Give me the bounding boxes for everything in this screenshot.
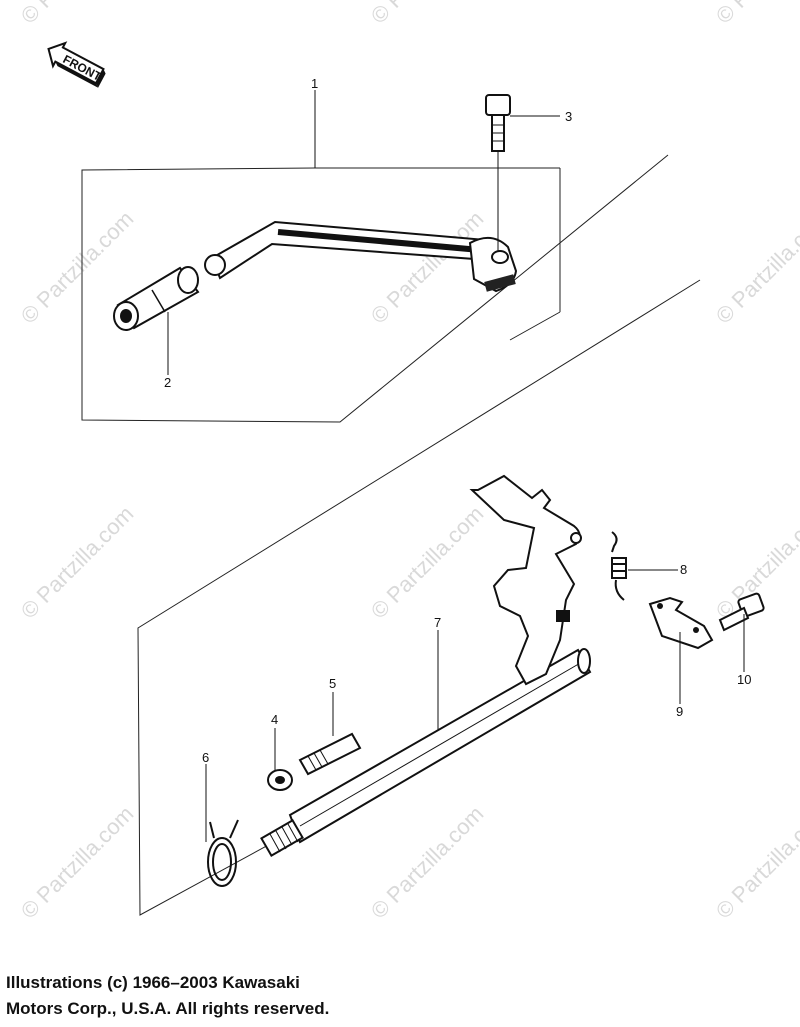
watermark: © Partzilla.com — [366, 801, 489, 924]
pin-5 — [298, 732, 362, 776]
leader-lines — [167, 90, 745, 842]
watermark: © Partzilla.com — [366, 0, 489, 29]
callout-2: 2 — [164, 375, 171, 390]
copyright-line-2: Motors Corp., U.S.A. All rights reserved… — [6, 999, 330, 1018]
watermark: © Partzilla.com — [16, 801, 139, 924]
return-spring-6 — [207, 819, 239, 887]
nut-4 — [267, 769, 293, 791]
plate-9 — [648, 596, 714, 650]
callout-3: 3 — [565, 109, 572, 124]
copyright-notice: Illustrations (c) 1966–2003 Kawasaki Mot… — [6, 970, 706, 1022]
shift-shaft — [260, 474, 592, 858]
watermark: © Partzilla.com — [711, 0, 800, 29]
watermark: © Partzilla.com — [366, 501, 489, 624]
watermark: © Partzilla.com — [16, 0, 139, 29]
front-arrow-icon: FRONT — [47, 41, 106, 88]
bolt-10 — [718, 592, 765, 632]
lower-group-frame — [137, 279, 701, 916]
watermark: © Partzilla.com — [711, 801, 800, 924]
callout-8: 8 — [680, 562, 687, 577]
copyright-line-1: Illustrations (c) 1966–2003 Kawasaki — [6, 973, 300, 992]
watermark: © Partzilla.com — [366, 206, 489, 329]
callout-6: 6 — [202, 750, 209, 765]
upper-group-frame — [81, 154, 669, 423]
callout-10: 10 — [737, 672, 751, 687]
watermarks: © Partzilla.com © Partzilla.com © Partzi… — [16, 0, 800, 924]
watermark: © Partzilla.com — [16, 501, 139, 624]
shift-pedal-lever — [204, 220, 518, 293]
spring-8 — [611, 531, 627, 601]
callouts: 1 2 3 4 5 6 7 8 9 10 — [164, 76, 751, 765]
bolt-3 — [485, 94, 511, 252]
watermark: © Partzilla.com — [711, 206, 800, 329]
callout-4: 4 — [271, 712, 278, 727]
callout-1: 1 — [311, 76, 318, 91]
callout-7: 7 — [434, 615, 441, 630]
pedal-rubber — [113, 266, 200, 331]
callout-5: 5 — [329, 676, 336, 691]
callout-9: 9 — [676, 704, 683, 719]
